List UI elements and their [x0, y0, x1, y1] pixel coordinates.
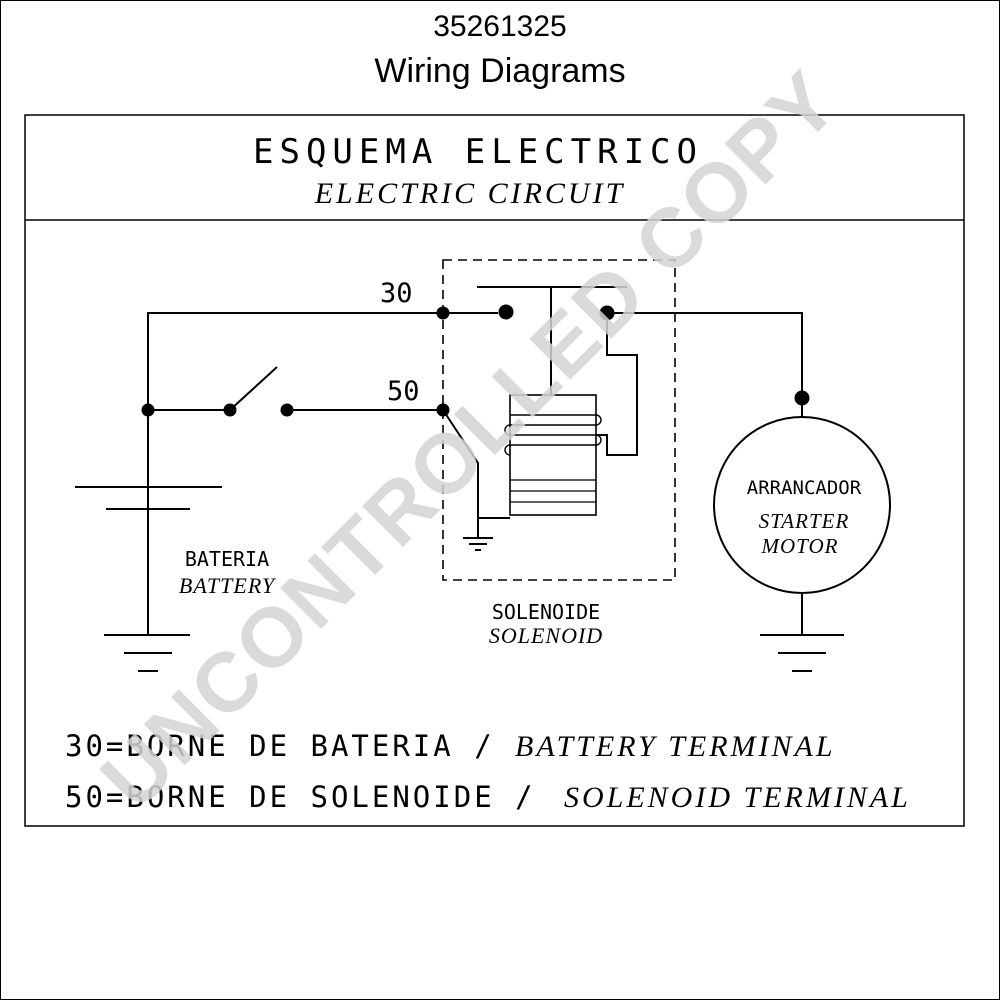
starter-label-en-1: STARTER — [759, 509, 850, 533]
coil-lead-wire — [596, 313, 638, 456]
panel-title-en: ELECTRIC CIRCUIT — [314, 177, 626, 210]
ignition-switch-blade — [229, 366, 278, 411]
switch-contact-dot — [280, 403, 294, 417]
terminal-50-label: 50 — [387, 376, 420, 407]
diagram-panel — [24, 114, 965, 827]
solenoid-label-en: SOLENOID — [489, 623, 603, 648]
motor-contact-dot — [599, 305, 615, 321]
page-title: Wiring Diagrams — [374, 52, 626, 90]
junction-dot — [141, 403, 155, 417]
motor-feed-wire — [607, 312, 803, 418]
starter-label-es: ARRANCADOR — [747, 477, 862, 499]
terminal-30-dot — [436, 306, 450, 320]
terminal-30-label: 30 — [380, 278, 413, 309]
starter-motor-circle — [713, 416, 891, 594]
legend-30-es: 30=BORNE DE BATERIA / — [65, 729, 495, 763]
legend-50-es: 50=BORNE DE SOLENOIDE / — [65, 780, 536, 814]
terminal-50-dot — [436, 403, 450, 417]
document-number: 35261325 — [433, 10, 567, 43]
panel-title-es: ESQUEMA ELECTRICO — [253, 132, 703, 172]
starter-label-en-2: MOTOR — [761, 534, 839, 558]
coil-feed-wire — [442, 409, 510, 519]
solenoid-enclosure — [442, 259, 676, 581]
battery-main-wire — [147, 312, 498, 635]
solenoid-label-es: SOLENOIDE — [492, 600, 600, 624]
battery-label-en: BATTERY — [179, 573, 277, 598]
battery-label-es: BATERIA — [185, 547, 269, 571]
switch-pivot-dot — [223, 403, 237, 417]
battery-contact-dot — [498, 304, 514, 320]
coil-winding-upper — [504, 414, 602, 456]
legend-30-en: BATTERY TERMINAL — [515, 730, 836, 763]
motor-terminal-dot — [794, 390, 810, 406]
legend-50-en: SOLENOID TERMINAL — [564, 781, 911, 814]
